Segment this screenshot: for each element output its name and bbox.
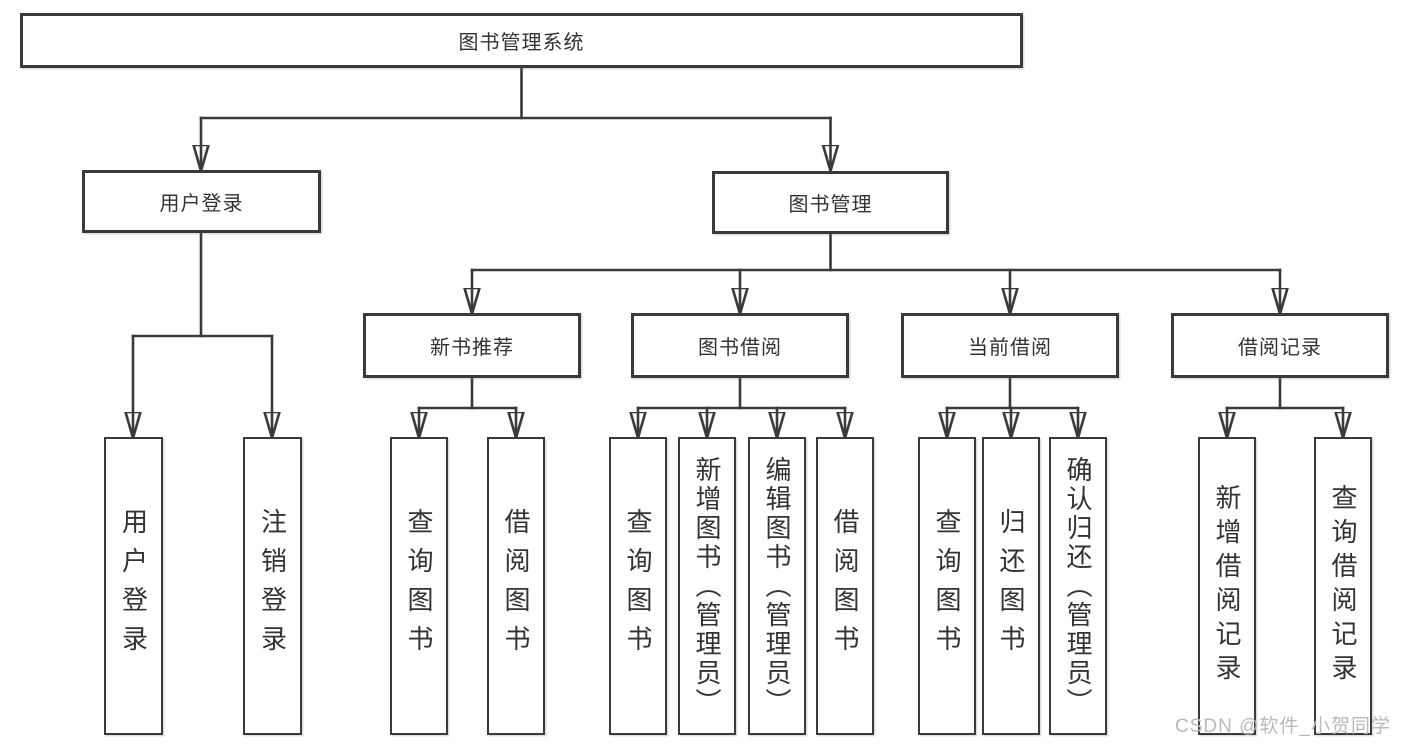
leaf-label: 借阅图书	[830, 508, 860, 664]
node-label: 图书管理	[788, 194, 873, 216]
leaf-edit-book-admin: 编辑图书（管理员）	[748, 437, 806, 735]
leaf-label: 新增图书（管理员）	[692, 455, 722, 717]
leaf-label: 确认归还（管理员）	[1063, 455, 1093, 717]
csdn-watermark: CSDN @软件_小贺同学	[1175, 716, 1391, 737]
node-current-borrow: 当前借阅	[901, 313, 1119, 378]
leaf-borrow-books-recommend: 借阅图书	[487, 437, 545, 735]
leaf-label: 查询图书	[623, 508, 653, 664]
node-label: 新书推荐	[430, 337, 514, 359]
leaf-query-books-recommend: 查询图书	[390, 437, 448, 735]
node-label: 用户登录	[159, 193, 244, 215]
leaf-user-login: 用户登录	[104, 437, 163, 735]
leaf-label: 注销登录	[257, 508, 288, 664]
leaf-logout: 注销登录	[243, 437, 302, 735]
node-label: 图书借阅	[698, 337, 782, 359]
node-new-book-recommend: 新书推荐	[363, 313, 581, 378]
leaf-query-borrow-record: 查询借阅记录	[1314, 437, 1372, 735]
node-user-login: 用户登录	[82, 170, 321, 233]
node-label: 图书管理系统	[458, 32, 585, 54]
node-book-management: 图书管理	[712, 171, 949, 234]
leaf-label: 借阅图书	[501, 508, 531, 664]
leaf-label: 归还图书	[996, 508, 1026, 664]
leaf-confirm-return-admin: 确认归还（管理员）	[1049, 437, 1107, 735]
leaf-add-book-admin: 新增图书（管理员）	[678, 437, 736, 735]
leaf-label: 查询图书	[932, 508, 962, 664]
leaf-borrow-books: 借阅图书	[816, 437, 874, 735]
node-label: 当前借阅	[968, 337, 1052, 359]
leaf-query-books-current: 查询图书	[918, 437, 976, 735]
leaf-label: 编辑图书（管理员）	[762, 455, 792, 717]
leaf-add-borrow-record: 新增借阅记录	[1198, 437, 1256, 735]
node-library-management-system: 图书管理系统	[20, 13, 1023, 68]
leaf-return-book: 归还图书	[982, 437, 1040, 735]
leaf-label: 查询借阅记录	[1328, 484, 1358, 688]
node-book-borrow: 图书借阅	[631, 313, 849, 378]
leaf-label: 用户登录	[118, 508, 149, 664]
node-borrow-records: 借阅记录	[1171, 313, 1389, 378]
leaf-query-books-borrow: 查询图书	[609, 437, 667, 735]
node-label: 借阅记录	[1238, 337, 1322, 359]
leaf-label: 查询图书	[404, 508, 434, 664]
leaf-label: 新增借阅记录	[1212, 484, 1242, 688]
